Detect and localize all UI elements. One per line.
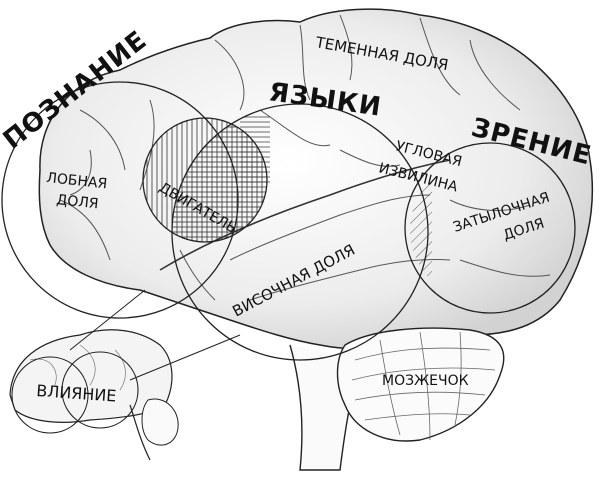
vision-circle <box>404 142 576 314</box>
label-frontal-lobe-2: ДОЛЯ <box>56 192 100 212</box>
brain-outline <box>38 8 594 350</box>
label-cerebellum: МОЗЖЕЧОК <box>382 373 469 389</box>
cerebellum <box>336 327 505 442</box>
motor-circle <box>142 117 268 243</box>
lateral-sulcus <box>159 159 451 271</box>
cognition-circle <box>1 81 239 319</box>
connector-line <box>129 334 241 381</box>
inset-brain <box>9 329 179 461</box>
label-frontal-lobe: ЛОБНАЯ <box>46 170 108 192</box>
connector-line <box>69 289 146 351</box>
language-circle <box>171 103 429 361</box>
gyri-lines <box>59 14 551 301</box>
